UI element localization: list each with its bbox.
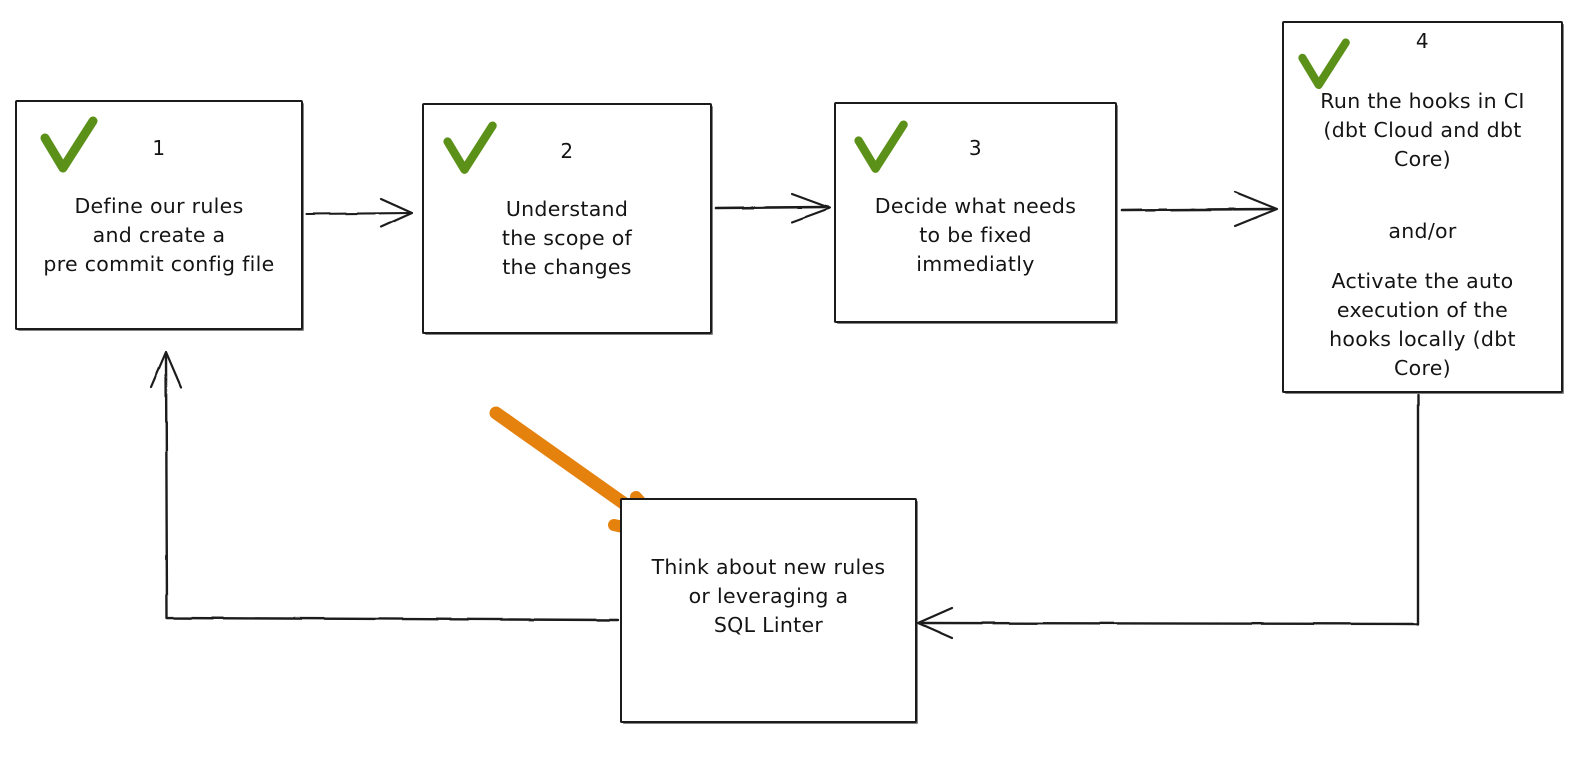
- step-number: 2: [560, 139, 574, 163]
- step-number: 3: [968, 136, 983, 160]
- arrow-feedback-box-to-step1: [149, 350, 620, 622]
- step-box-1-text: Define our rules and create a pre commit…: [43, 194, 275, 277]
- step-box-4-text-secondary: Activate the auto execution of the hooks…: [1329, 269, 1516, 381]
- step-number: 4: [1415, 29, 1430, 53]
- arrow-step2-to-step3: [714, 192, 832, 224]
- arrow-step4-to-feedback-box: [916, 393, 1420, 640]
- arrow-step1-to-step2: [304, 197, 414, 229]
- step-box-2-text: Understand the scope of the changes: [501, 197, 633, 280]
- step-box-4[interactable]: 4 Run the hooks in CI (dbt Cloud and dbt…: [1282, 21, 1563, 393]
- step-box-3-text: Decide what needs to be fixed immediatly: [874, 194, 1077, 277]
- step-box-1[interactable]: 1 Define our rules and create a pre comm…: [15, 100, 303, 330]
- feedback-box[interactable]: Think about new rules or leveraging a SQ…: [620, 498, 917, 723]
- step-number: 1: [152, 136, 166, 160]
- step-box-3[interactable]: 3 Decide what needs to be fixed immediat…: [834, 102, 1117, 323]
- step-box-2[interactable]: 2 Understand the scope of the changes: [422, 103, 712, 334]
- arrow-step3-to-step4: [1120, 190, 1279, 228]
- step-box-4-text-conjunction: and/or: [1388, 219, 1457, 243]
- feedback-box-text: Think about new rules or leveraging a SQ…: [651, 555, 886, 638]
- step-box-4-text-primary: Run the hooks in CI (dbt Cloud and dbt C…: [1320, 89, 1525, 172]
